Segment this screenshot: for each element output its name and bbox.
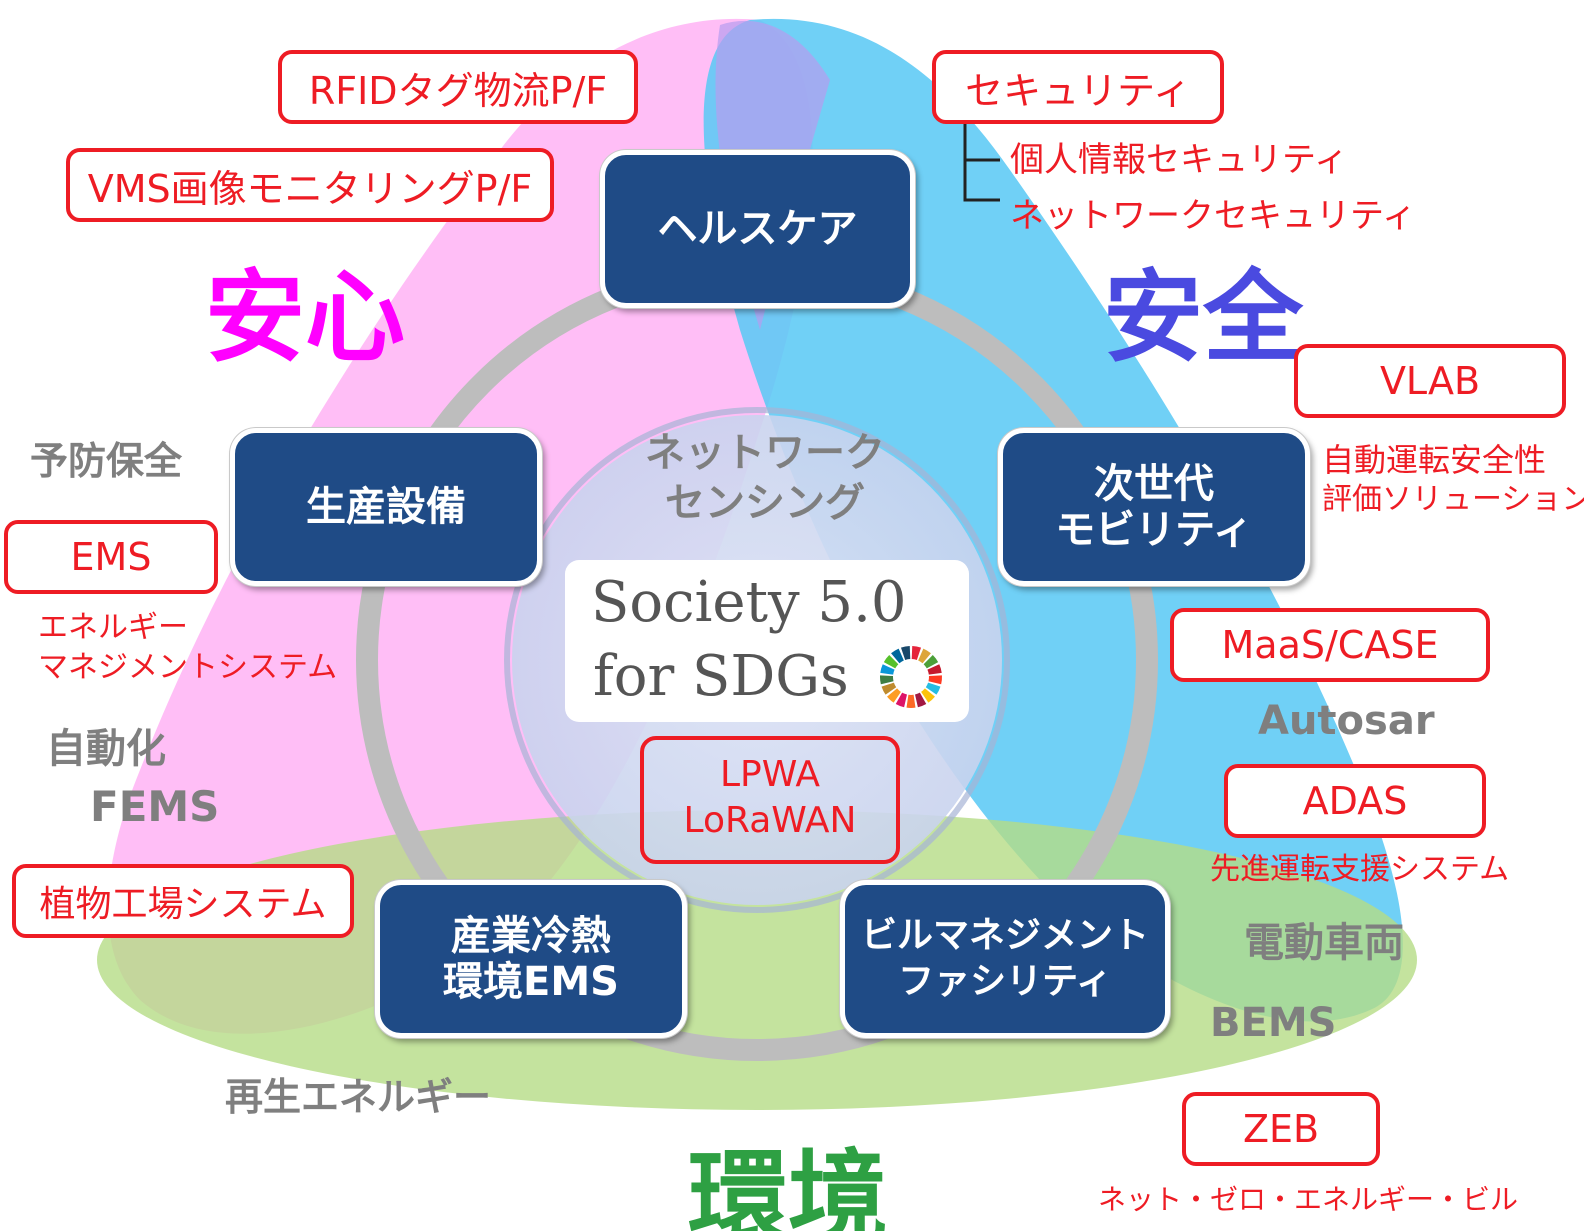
- rfid-tag: RFIDタグ物流P/F: [278, 50, 638, 124]
- plant-tag: 植物工場システム: [12, 864, 354, 938]
- ev-label: 電動車両: [1244, 920, 1404, 966]
- zeb-desc: ネット・ゼロ・エネルギー・ビル: [1098, 1183, 1519, 1216]
- sdg-wheel-segment: [923, 654, 939, 669]
- sdg-wheel-segment: [911, 646, 922, 660]
- maas-tag: MaaS/CASE: [1170, 608, 1490, 682]
- sdg-wheel-segment: [921, 688, 935, 703]
- healthcare-label: ヘルスケア: [657, 206, 858, 252]
- ems-desc1: エネルギー: [38, 610, 188, 645]
- sdg-wheel-segment: [883, 654, 899, 669]
- sdg-wheel-icon: [880, 646, 942, 708]
- sdg-wheel-segment: [887, 688, 901, 703]
- vms-tag: VMS画像モニタリングP/F: [66, 148, 554, 222]
- inner-ring: [504, 407, 1010, 913]
- jido-label: 自動化: [46, 726, 166, 772]
- zeb-tag: ZEB: [1182, 1092, 1380, 1166]
- bems-label: BEMS: [1210, 1000, 1337, 1046]
- building-label: ビルマネジメント ファシリティ: [860, 915, 1149, 1002]
- adas-desc: 先進運転支援システム: [1210, 852, 1510, 887]
- refrigeration-node: 産業冷熱 環境EMS: [375, 880, 687, 1038]
- renewable-label: 再生エネルギー: [225, 1075, 492, 1119]
- vlab-desc2: 評価ソリューション: [1322, 482, 1584, 517]
- refrigeration-label: 産業冷熱 環境EMS: [443, 913, 619, 1005]
- sdg-wheel-segment: [895, 692, 907, 708]
- sdg-wheel-segment: [880, 675, 894, 685]
- sdg-wheel-segment: [880, 664, 895, 675]
- fems-label: FEMS: [90, 782, 220, 831]
- anshin-label: 安心: [205, 259, 405, 376]
- kankyo-label: 環境: [688, 1139, 888, 1231]
- society-logo-line2: for SDGs: [593, 644, 849, 709]
- sdg-wheel-segment: [915, 692, 927, 708]
- security-bracket: [963, 120, 1000, 202]
- sdg-wheel-segment: [928, 675, 942, 685]
- sdg-wheel-segment: [918, 648, 931, 664]
- yobo-label: 予防保全: [30, 439, 183, 483]
- network-sensing-label: ネットワーク センシング: [645, 430, 885, 526]
- society-logo-line1: Society 5.0: [591, 570, 907, 635]
- adas-tag: ADAS: [1224, 764, 1486, 838]
- autosar-label: Autosar: [1258, 698, 1435, 744]
- ems-desc2: マネジメントシステム: [38, 650, 338, 685]
- mobility-label: 次世代 モビリティ: [1055, 461, 1253, 553]
- mobility-node: 次世代 モビリティ: [998, 428, 1310, 586]
- vlab-desc1: 自動運転安全性: [1322, 441, 1547, 479]
- vlab-tag: VLAB: [1294, 344, 1566, 418]
- sdg-wheel-segment: [881, 682, 897, 695]
- sdg-wheel-segment: [900, 646, 911, 660]
- lpwa-box: LPWA LoRaWAN: [640, 736, 900, 864]
- society5-logo: Society 5.0 for SDGs: [565, 560, 969, 722]
- lorawan-label: LoRaWAN: [683, 800, 857, 841]
- production-label: 生産設備: [306, 484, 466, 530]
- healthcare-node: ヘルスケア: [600, 150, 915, 308]
- production-node: 生産設備: [230, 428, 542, 586]
- security-sub1: 個人情報セキュリティ: [1010, 140, 1348, 180]
- sdg-wheel-segment: [891, 648, 904, 664]
- sdg-wheel-segment: [925, 682, 941, 695]
- lpwa-label: LPWA: [719, 754, 821, 795]
- sdg-wheel-segment: [927, 664, 942, 675]
- building-node: ビルマネジメント ファシリティ: [840, 880, 1170, 1038]
- sdg-wheel-segment: [906, 694, 916, 708]
- ems-tag: EMS: [4, 520, 218, 594]
- security-sub2: ネットワークセキュリティ: [1010, 196, 1416, 236]
- anzen-label: 安全: [1103, 259, 1303, 376]
- security-tag: セキュリティ: [932, 50, 1224, 124]
